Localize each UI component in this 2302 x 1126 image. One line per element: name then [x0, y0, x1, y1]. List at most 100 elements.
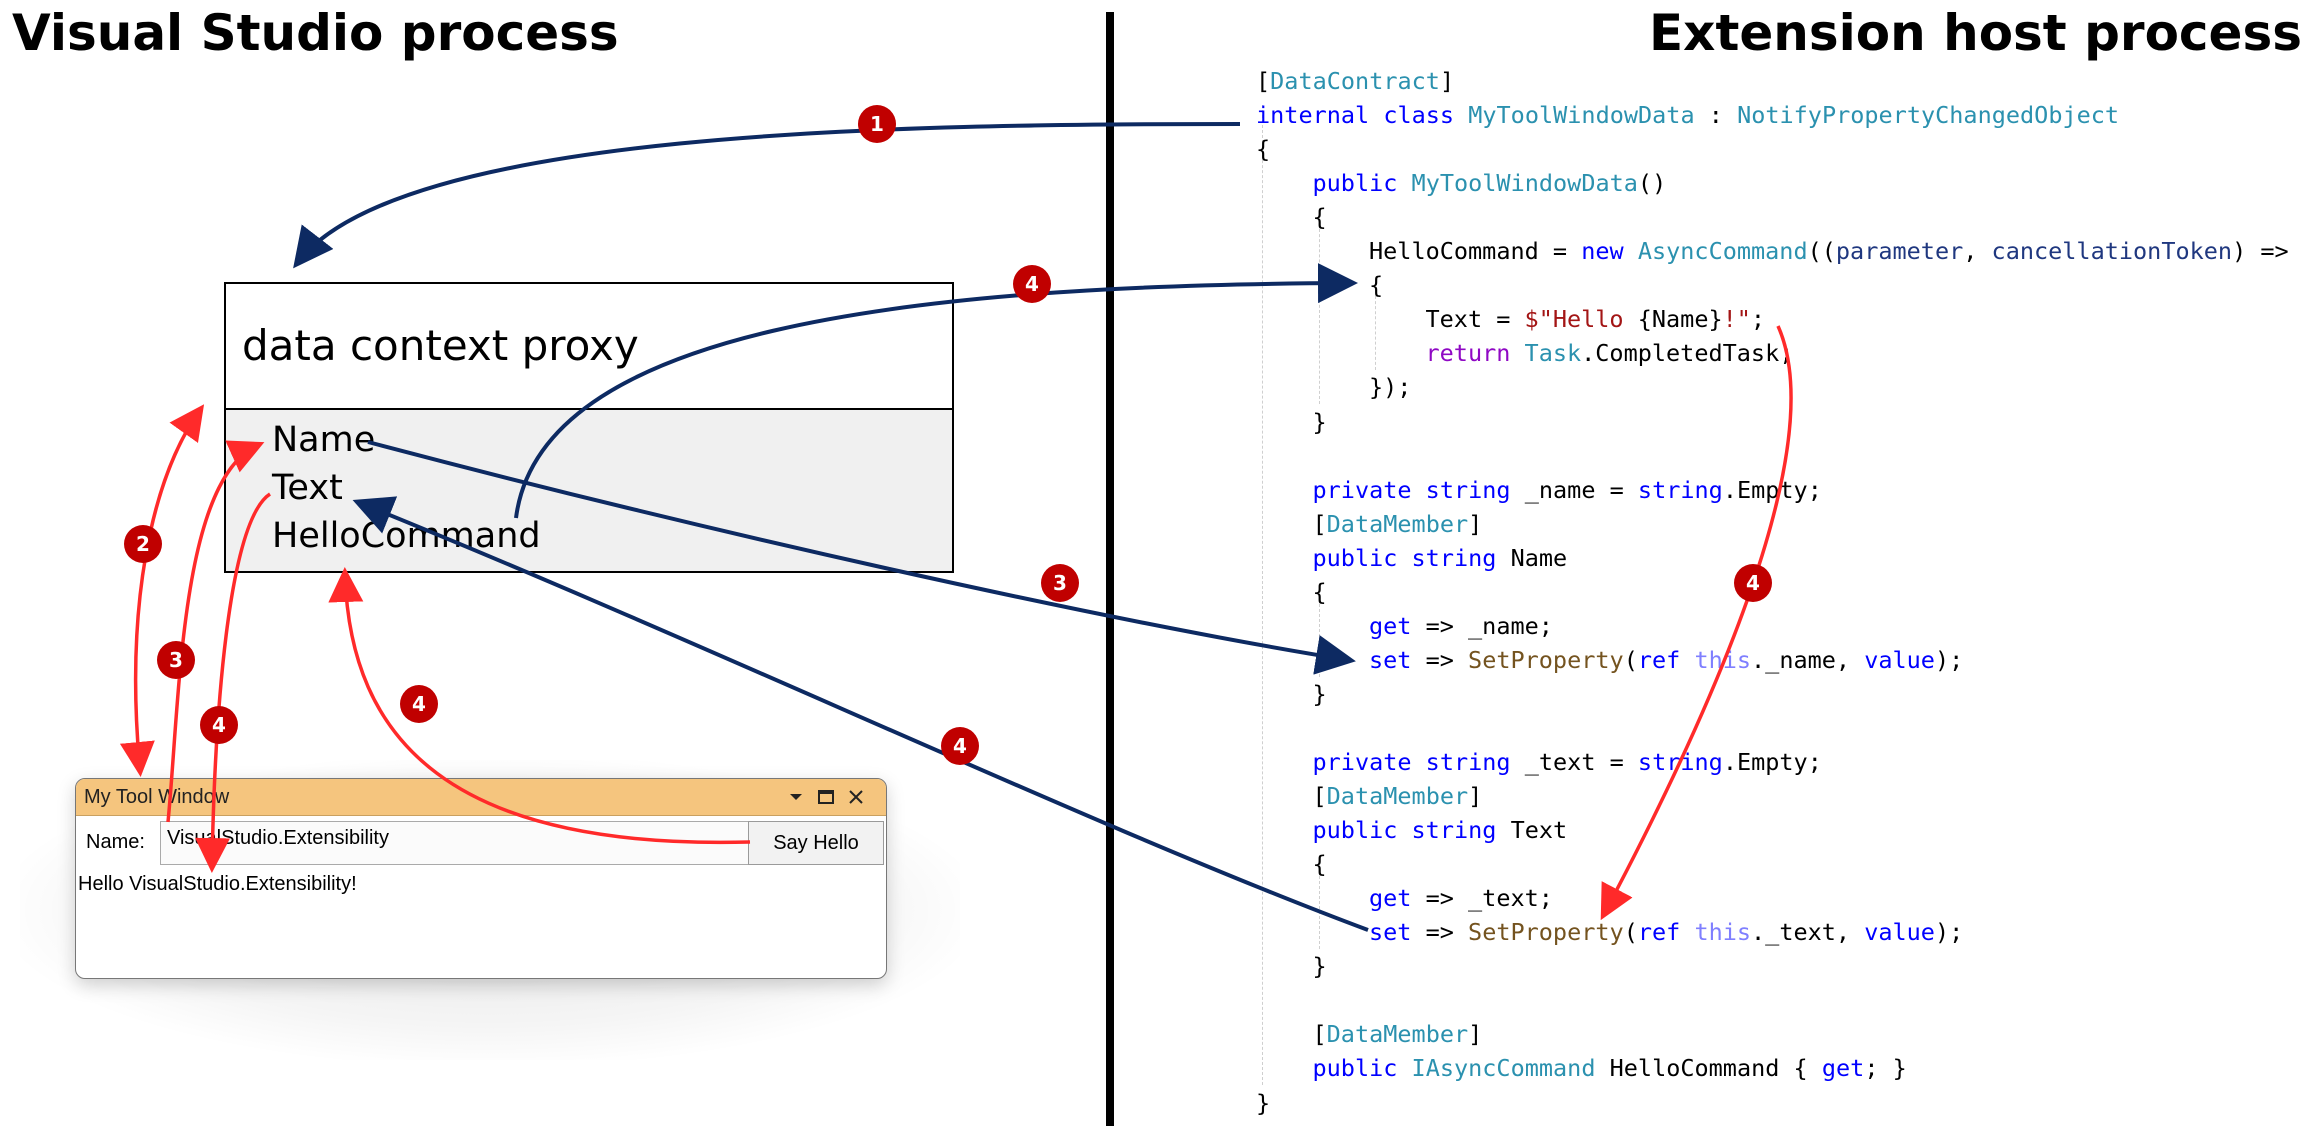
- code-token: HelloCommand =: [1369, 237, 1582, 266]
- code-token: ((: [1807, 237, 1836, 266]
- code-token: set: [1369, 918, 1426, 947]
- code-line: HelloCommand = new AsyncCommand((paramet…: [1369, 234, 2289, 268]
- code-token: _name =: [1524, 475, 1638, 504]
- code-token: SetProperty: [1468, 918, 1624, 947]
- code-line: set => SetProperty(ref this._text, value…: [1369, 915, 1963, 949]
- proxy-member-hellocommand: HelloCommand: [272, 516, 541, 556]
- code-token: this: [1694, 918, 1752, 947]
- indent-guide: [1318, 870, 1320, 950]
- code-token: get: [1821, 1054, 1865, 1083]
- code-token: IAsyncCommand: [1411, 1054, 1610, 1083]
- code-line: }: [1313, 405, 1327, 439]
- proxy-member-text: Text: [272, 468, 343, 508]
- code-line: private string _text = string.Empty;: [1313, 745, 1822, 779]
- code-line: }: [1313, 949, 1327, 983]
- code-token: internal class: [1256, 101, 1469, 130]
- indent-guide: [1318, 224, 1320, 405]
- code-token: NotifyPropertyChangedObject: [1737, 101, 2120, 130]
- code-line: public IAsyncCommand HelloCommand { get;…: [1313, 1051, 1907, 1085]
- code-token: AsyncCommand: [1637, 237, 1808, 266]
- badge-4-top: 4: [1013, 265, 1051, 303]
- code-line: public MyToolWindowData(): [1313, 166, 1667, 200]
- badge-4-button-label: 4: [412, 692, 426, 716]
- code-token: get: [1369, 611, 1426, 640]
- code-token: =>: [1425, 645, 1469, 674]
- code-line: Text = $"Hello {Name}!";: [1426, 302, 1766, 336]
- code-token: });: [1369, 373, 1412, 402]
- code-token: {: [1369, 271, 1384, 300]
- code-line: [DataContract]: [1256, 64, 1454, 98]
- code-line: public string Text: [1313, 813, 1568, 847]
- tool-window: My Tool Window Name: VisualStudio.Extens…: [75, 778, 887, 979]
- dropdown-icon[interactable]: [786, 787, 806, 807]
- code-token: ;: [1750, 305, 1766, 334]
- code-token: }: [1256, 1088, 1271, 1117]
- code-token: Task: [1524, 339, 1582, 368]
- code-token: !": [1722, 305, 1751, 334]
- code-token: MyToolWindowData: [1468, 101, 1695, 130]
- badge-2-label: 2: [136, 532, 150, 556]
- code-token: public string: [1312, 816, 1511, 845]
- badge-4-button: 4: [400, 685, 438, 723]
- code-token: (: [1623, 645, 1638, 674]
- maximize-icon[interactable]: [816, 787, 836, 807]
- code-token: new: [1581, 237, 1638, 266]
- code-token: value: [1864, 918, 1935, 947]
- indent-guide: [1318, 598, 1320, 677]
- code-token: .Empty;: [1722, 475, 1822, 504]
- code-token: .CompletedTask;: [1581, 339, 1794, 368]
- code-line: set => SetProperty(ref this._name, value…: [1369, 643, 1963, 677]
- indent-guide: [1375, 295, 1376, 371]
- code-line: }: [1256, 1086, 1270, 1120]
- code-token: cancellationToken: [1991, 237, 2233, 266]
- arrow-1-class-to-proxy: [293, 122, 1241, 269]
- code-line: private string _name = string.Empty;: [1313, 473, 1822, 507]
- code-line: {: [1313, 200, 1327, 234]
- code-token: =>: [1425, 918, 1469, 947]
- code-line: [DataMember]: [1313, 1017, 1483, 1051]
- code-line: });: [1369, 370, 1411, 404]
- visual-studio-process-heading: Visual Studio process: [12, 4, 619, 62]
- code-line: return Task.CompletedTask;: [1426, 336, 1794, 370]
- result-text: Hello VisualStudio.Extensibility!: [78, 873, 357, 895]
- code-token: :: [1694, 101, 1738, 130]
- code-token: );: [1934, 918, 1964, 947]
- code-token: {: [1312, 577, 1327, 606]
- code-listing: [DataContract]internal class MyToolWindo…: [1256, 64, 2302, 1124]
- code-line: {: [1313, 847, 1327, 881]
- code-token: get: [1369, 884, 1426, 913]
- code-token: DataMember: [1326, 782, 1469, 811]
- code-token: private string: [1312, 748, 1525, 776]
- proxy-header: data context proxy: [226, 284, 952, 410]
- proxy-member-name: Name: [272, 420, 376, 460]
- badge-4-middle-label: 4: [953, 734, 967, 758]
- code-token: ) =>: [2232, 237, 2289, 266]
- code-token: {: [1256, 135, 1271, 164]
- code-line: get => _text;: [1369, 881, 1553, 915]
- code-token: ]: [1468, 782, 1483, 811]
- code-token: public: [1312, 169, 1412, 198]
- code-token: this: [1694, 645, 1752, 674]
- close-icon[interactable]: [846, 787, 866, 807]
- data-context-proxy-box: data context proxy Name Text HelloComman…: [224, 282, 954, 573]
- extension-host-process-heading: Extension host process: [1649, 4, 2302, 62]
- code-token: [: [1312, 509, 1327, 538]
- code-token: (: [1623, 918, 1638, 947]
- code-token: set: [1369, 645, 1426, 674]
- code-token: ]: [1468, 509, 1483, 538]
- code-token: parameter: [1835, 237, 1964, 266]
- say-hello-button[interactable]: Say Hello: [748, 821, 884, 865]
- code-token: string: [1637, 475, 1723, 504]
- code-line: public string Name: [1313, 541, 1568, 575]
- code-token: Text: [1510, 816, 1568, 845]
- code-token: DataMember: [1326, 1020, 1469, 1049]
- code-token: Name: [1510, 543, 1568, 572]
- tool-window-titlebar[interactable]: My Tool Window: [76, 779, 886, 816]
- code-line: {: [1256, 132, 1270, 166]
- code-token: );: [1934, 645, 1964, 674]
- badge-3-left: 3: [157, 641, 195, 679]
- code-token: {: [1312, 203, 1327, 232]
- badge-1-label: 1: [870, 112, 884, 136]
- code-token: DataContract: [1270, 67, 1440, 95]
- name-input[interactable]: VisualStudio.Extensibility: [160, 821, 750, 865]
